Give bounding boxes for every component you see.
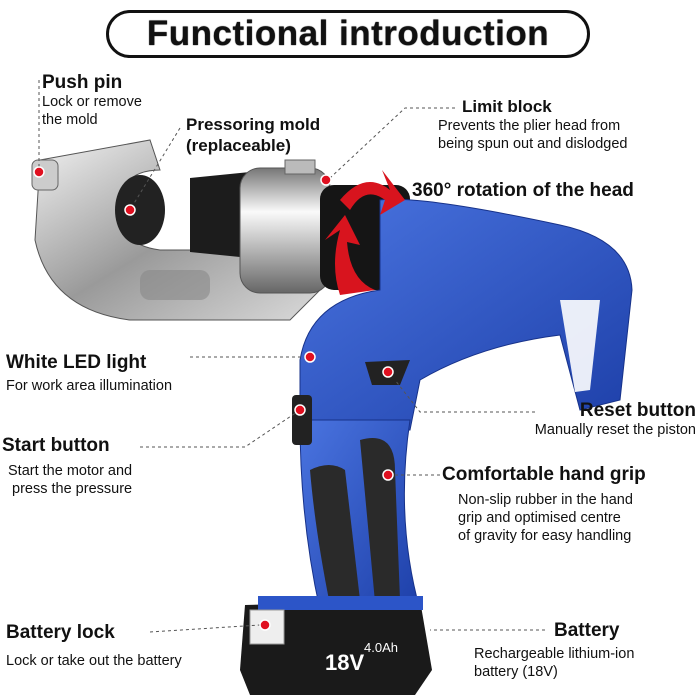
- pressoring-die: [190, 172, 250, 258]
- feature-hand-grip: Comfortable hand grip Non-slip rubber in…: [442, 464, 646, 544]
- page-title: Functional introduction: [106, 10, 590, 58]
- feature-pressoring-mold: Pressoring mold (replaceable): [186, 115, 321, 155]
- feature-led-light: White LED light For work area illuminati…: [6, 352, 173, 394]
- battery-pack: [240, 600, 432, 695]
- battery-capacity-mark: 4.0Ah: [364, 640, 398, 655]
- rotation-arrow-icon: [340, 170, 405, 215]
- feature-push-pin: Push pin Lock or remove the mold: [42, 72, 142, 128]
- feature-rotation: 360° rotation of the head: [412, 180, 634, 201]
- start-trigger: [292, 395, 312, 445]
- mold-opening: [115, 175, 165, 245]
- feature-battery: Battery Rechargeable lithium-ion battery…: [474, 620, 635, 680]
- feature-start-button: Start button Start the motor and press t…: [2, 435, 133, 497]
- feature-limit-block: Limit block Prevents the plier head from…: [438, 97, 628, 152]
- feature-reset-button: Reset button Manually reset the piston: [534, 400, 696, 438]
- battery-voltage-mark: 18V: [325, 650, 364, 675]
- feature-battery-lock: Battery lock Lock or take out the batter…: [6, 622, 182, 669]
- hydraulic-cylinder: [239, 167, 331, 294]
- marker-dots: [33, 166, 394, 631]
